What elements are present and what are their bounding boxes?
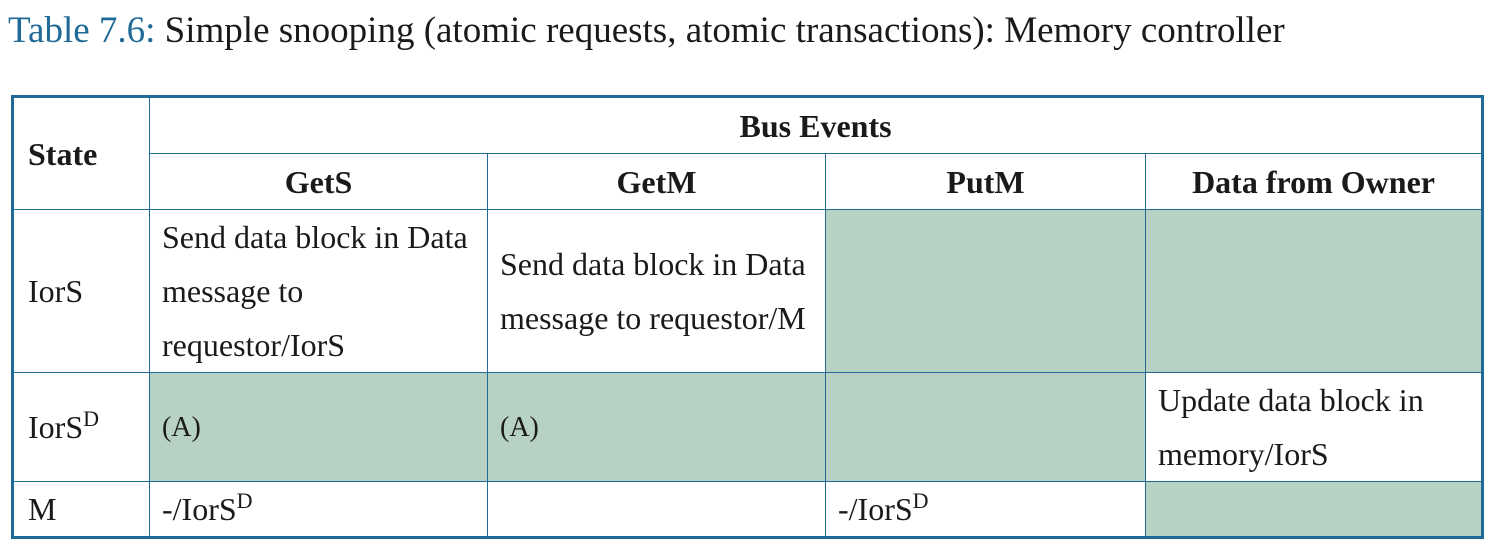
cell-iorsd-gets: (A) <box>149 372 488 482</box>
state-label: IorS <box>28 273 84 309</box>
cell-text: Send data block in Data message to reque… <box>500 246 806 336</box>
cell-text: -/IorS <box>838 491 913 527</box>
header-col-gets: GetS <box>149 153 488 210</box>
cell-iors-data-from-owner <box>1144 209 1484 373</box>
table-row: M -/IorSD -/IorSD <box>12 481 1484 538</box>
cell-iorsd-putm <box>825 372 1146 482</box>
cell-superscript: D <box>236 488 253 513</box>
cell-m-putm: -/IorSD <box>825 481 1146 538</box>
state-label: IorS <box>28 409 84 445</box>
cell-iorsd-getm: (A) <box>487 372 826 482</box>
header-col-putm: PutM <box>825 153 1146 210</box>
caption-number: Table 7.6: <box>8 10 156 51</box>
table-row: IorS Send data block in Data message to … <box>12 209 1484 373</box>
cell-m-getm <box>487 481 826 538</box>
memory-controller-table: State Bus Events GetS GetM PutM Data fro… <box>11 95 1485 539</box>
row-state-iors: IorS <box>12 209 150 373</box>
header-state: State <box>12 96 150 210</box>
header-col-getm: GetM <box>487 153 826 210</box>
cell-iors-getm: Send data block in Data message to reque… <box>487 209 826 373</box>
header-bus-events: Bus Events <box>148 96 1484 154</box>
row-state-m: M <box>12 481 150 538</box>
table-row: IorSD (A) (A) Update data block in memor… <box>12 372 1484 482</box>
cell-iorsd-data-from-owner: Update data block in memory/IorS <box>1144 372 1484 482</box>
cell-m-gets: -/IorSD <box>149 481 488 538</box>
cell-text: Update data block in memory/IorS <box>1158 382 1424 472</box>
state-label: M <box>28 491 57 527</box>
caption-text: Simple snooping (atomic requests, atomic… <box>164 10 1285 51</box>
cell-text: (A) <box>162 412 201 443</box>
cell-iors-putm <box>825 209 1146 373</box>
cell-text: -/IorS <box>162 491 237 527</box>
cell-superscript: D <box>912 488 929 513</box>
cell-iors-gets: Send data block in Data message to reque… <box>149 209 488 373</box>
row-state-iorsd: IorSD <box>12 372 150 482</box>
table-caption: Table 7.6: Simple snooping (atomic reque… <box>8 8 1285 54</box>
cell-text: (A) <box>500 412 539 443</box>
state-superscript: D <box>83 406 99 431</box>
cell-m-data-from-owner <box>1144 481 1484 538</box>
header-col-data-from-owner: Data from Owner <box>1144 153 1484 210</box>
cell-text: Send data block in Data message to reque… <box>162 219 468 363</box>
